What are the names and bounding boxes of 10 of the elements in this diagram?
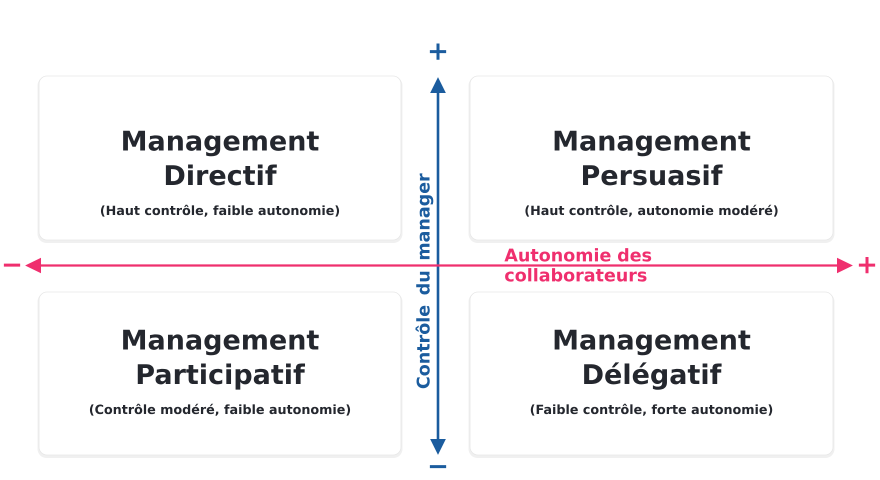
- quadrant-box: Management Participatif (Contrôle modéré, faible autonomie): [38, 292, 402, 458]
- axis-label: Contrôle du manager: [416, 173, 434, 388]
- quadrant-box: Management Directif (Haut contrôle, faible autonomie): [38, 76, 402, 243]
- quadrant-box: Management Délégatif (Faible contrôle, forte autonomie): [468, 292, 834, 458]
- quadrant-box: Management Persuasif (Haut contrôle, autonomie modéré): [468, 76, 834, 243]
- minus-sign: −: [430, 465, 446, 468]
- axis-label: Autonomie des collaborateurs: [504, 248, 652, 282]
- minus-sign: −: [4, 264, 20, 267]
- plus-sign: +: [858, 256, 876, 274]
- plus-sign: +: [430, 43, 446, 60]
